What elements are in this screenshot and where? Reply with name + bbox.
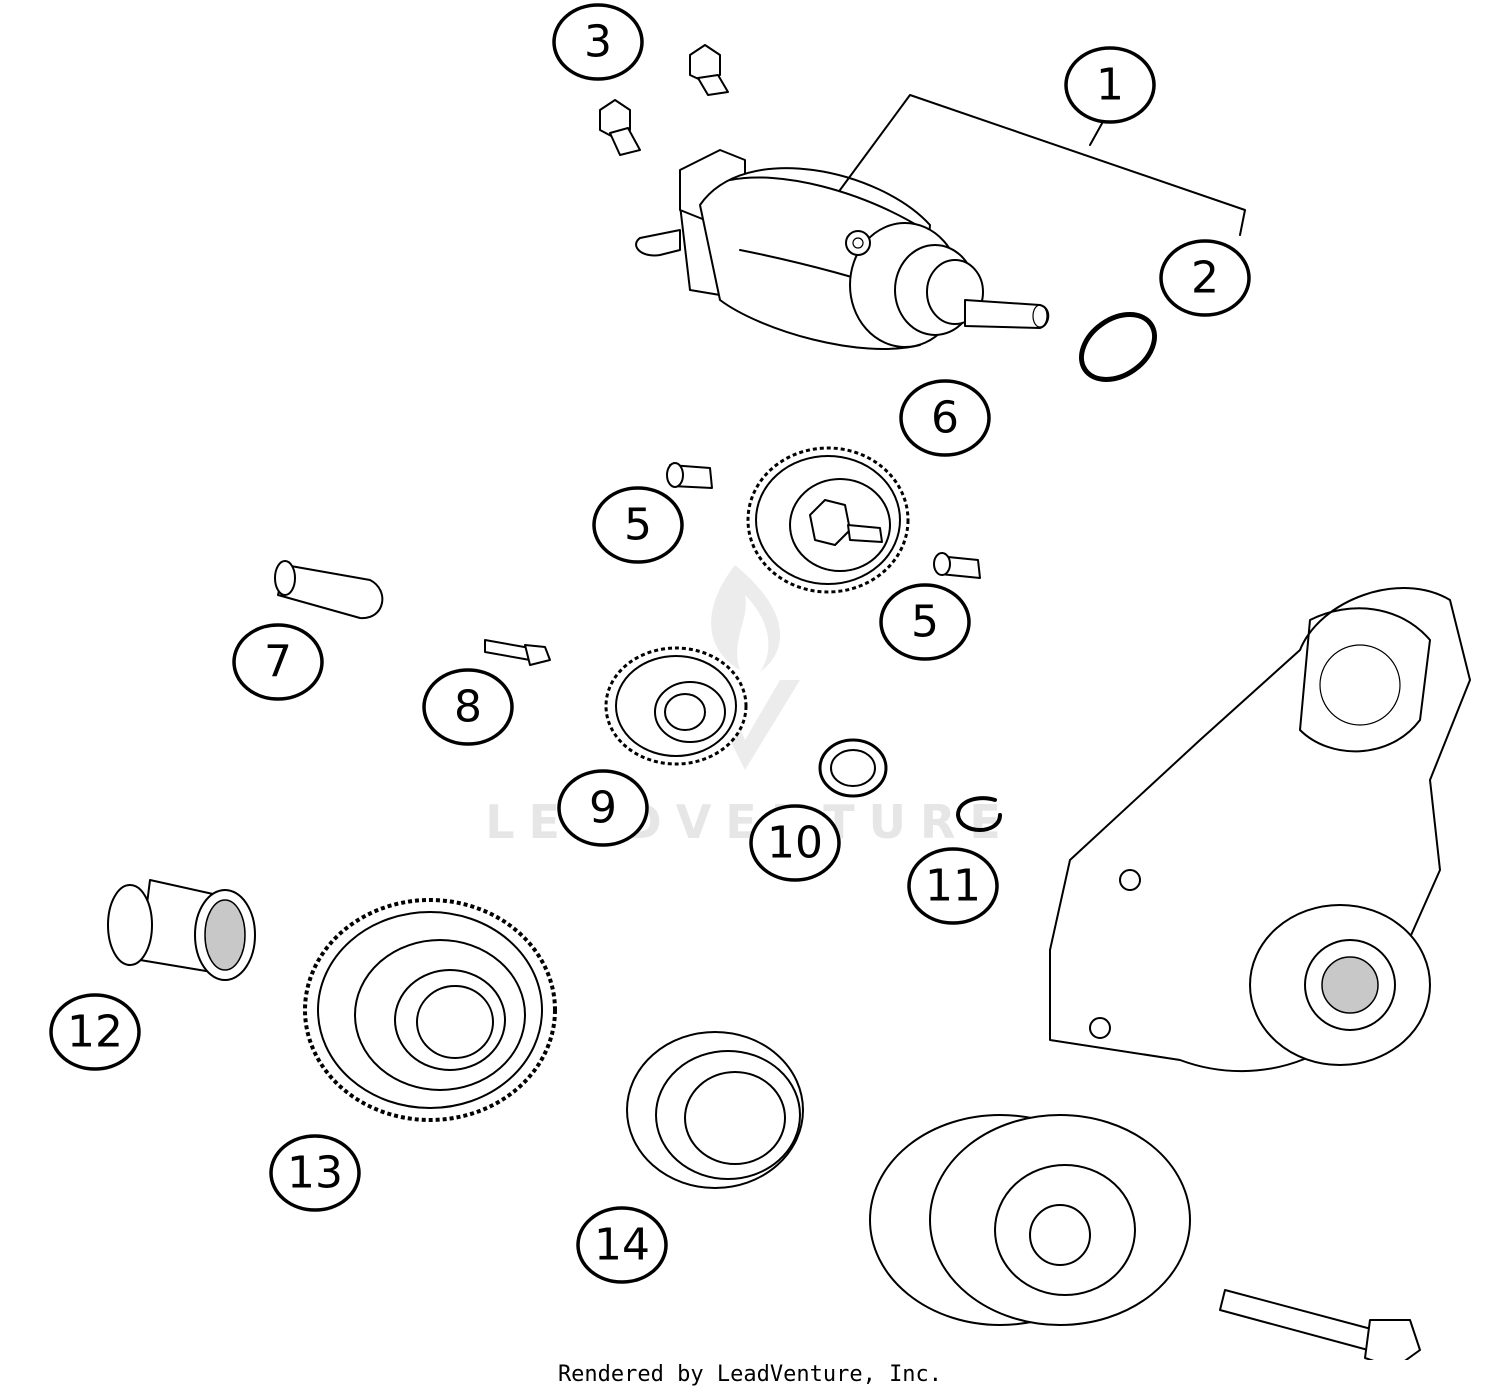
callout-1: 1	[1064, 46, 1156, 124]
callout-circle	[576, 1206, 668, 1284]
callout-circle	[422, 668, 514, 746]
needle-bearing	[107, 879, 256, 981]
callout-number: 12	[67, 1007, 123, 1058]
washer	[818, 738, 888, 798]
callout-circle	[552, 3, 644, 81]
callout-number: 5	[624, 500, 652, 551]
footer-credit: Rendered by LeadVenture, Inc.	[557, 1362, 943, 1387]
pin	[274, 560, 384, 620]
callout-9: 9	[557, 769, 649, 847]
circlip	[956, 796, 1002, 832]
callout-number: 2	[1191, 253, 1219, 304]
callout-circle	[232, 623, 324, 701]
callout-circle	[899, 379, 991, 457]
small-gear	[604, 646, 748, 766]
callout-8: 8	[422, 668, 514, 746]
large-gear	[303, 898, 557, 1122]
callout-3: 3	[552, 3, 644, 81]
callout-circle	[49, 993, 141, 1071]
callout-2: 2	[1159, 239, 1251, 317]
callout-10: 10	[749, 804, 841, 882]
callout-circle	[592, 486, 684, 564]
callout-circle	[907, 847, 999, 925]
rotor-bolt	[1219, 1289, 1421, 1360]
callout-number: 14	[594, 1220, 650, 1271]
exploded-view-drawing: LEADVENTURE	[49, 3, 1471, 1360]
starter-bolts	[599, 44, 729, 156]
o-ring	[1079, 312, 1157, 382]
washer-inner	[830, 749, 876, 787]
starter-motor	[635, 149, 1050, 350]
callout-5: 5	[592, 486, 684, 564]
callout-13: 13	[269, 1134, 361, 1212]
callout-number: 1	[1096, 60, 1124, 111]
callout-number: 10	[767, 818, 823, 869]
callout-circle	[1064, 46, 1156, 124]
callout-circle	[749, 804, 841, 882]
callout-number: 11	[925, 861, 981, 912]
freewheel	[626, 1031, 804, 1189]
callout-circle	[1159, 239, 1251, 317]
callout-number: 7	[264, 637, 292, 688]
callout-number: 3	[584, 17, 612, 68]
callout-circle	[557, 769, 649, 847]
bushings	[666, 462, 981, 579]
engine-case	[1049, 587, 1471, 1073]
callout-14: 14	[576, 1206, 668, 1284]
callout-number: 8	[454, 682, 482, 733]
callout-7: 7	[232, 623, 324, 701]
callout-6: 6	[899, 379, 991, 457]
callout-11: 11	[907, 847, 999, 925]
callout-circle	[269, 1134, 361, 1212]
callout-number: 9	[589, 783, 617, 834]
callout-number: 6	[931, 393, 959, 444]
intermediate-gear	[746, 446, 910, 594]
callout-number: 13	[287, 1148, 343, 1199]
small-bolt	[484, 639, 551, 666]
callout-circle	[879, 583, 971, 661]
callout-12: 12	[49, 993, 141, 1071]
callout-5: 5	[879, 583, 971, 661]
rotor	[869, 1114, 1191, 1326]
callout-number: 5	[911, 597, 939, 648]
